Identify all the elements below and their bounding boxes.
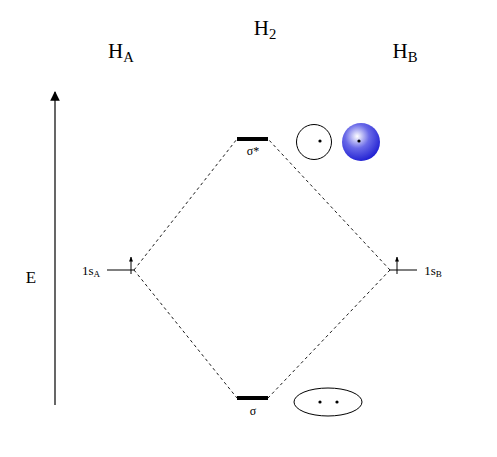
correlation-lines [134, 139, 390, 398]
orbital-label: 1sB [424, 264, 442, 277]
orbital-lobe [297, 125, 332, 160]
axis-label: E [26, 269, 36, 286]
atomic-level [390, 270, 417, 271]
molecule-name: H2 [254, 18, 277, 39]
nucleus-dot [318, 400, 321, 403]
nucleus-dot [335, 400, 338, 403]
atomic-level [107, 270, 134, 271]
orbital-label: σ* [247, 145, 259, 157]
orbital-label: σ [250, 405, 256, 417]
orbital-label: 1sA [82, 264, 100, 277]
nucleus-dot [357, 139, 360, 142]
atom-name: HB [393, 41, 418, 62]
nucleus-dot [318, 139, 321, 142]
bonding-orbital [294, 388, 362, 416]
bonding-level [237, 396, 268, 400]
spin-arrow [131, 257, 132, 274]
atom-name: HA [108, 41, 134, 62]
spin-arrow [397, 257, 398, 274]
energy-axis [54, 92, 55, 405]
antibonding-level [237, 137, 268, 141]
orbital-lobe [342, 123, 380, 161]
